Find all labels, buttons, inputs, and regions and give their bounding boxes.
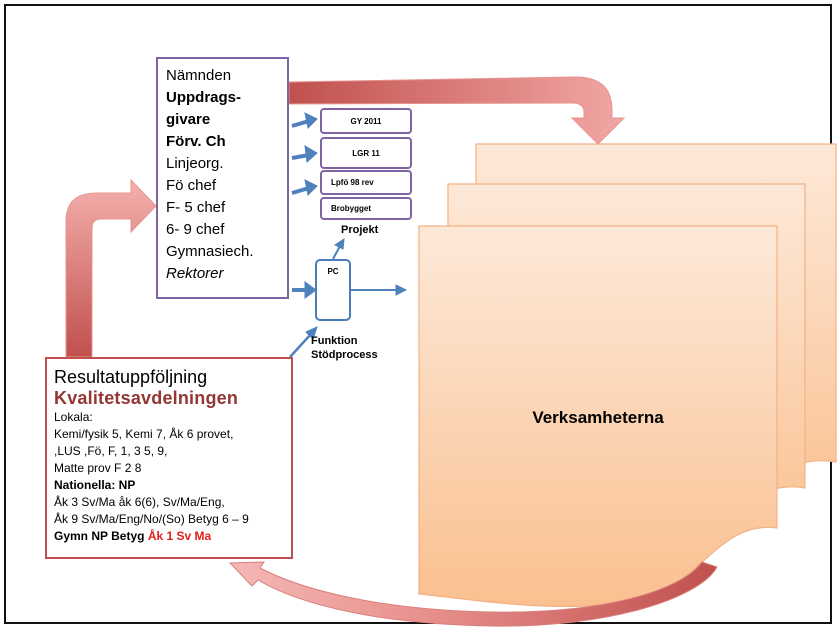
results-box: Resultatuppföljning Kvalitetsavdelningen… [45,357,293,559]
operations-label: Verksamheterna [532,408,664,427]
gymn-label: Gymn NP Betyg [54,529,148,543]
pc-label: PC [327,267,339,276]
local-line-3: Matte prov F 2 8 [54,461,142,475]
org-line-linjeorg: Linjeorg. [166,155,224,172]
project-arrows [291,112,318,299]
org-line-namnden: Nämnden [166,67,232,84]
pc-box: PC [315,259,351,321]
project-label-lpfo98: Lpfö 98 rev [331,178,374,187]
left-curved-arrow [65,178,157,358]
national-line-1: Åk 3 Sv/Ma åk 6(6), Sv/Ma/Eng, [54,495,225,509]
org-line-gymnasiech: Gymnasiech. [166,243,254,260]
project-label-lgr11: LGR 11 [352,148,380,158]
national-heading: Nationella: NP [54,478,136,492]
org-line-rektorer: Rektorer [166,265,224,282]
org-line-uppdrags: Uppdrags- [166,89,241,106]
local-line-1: Kemi/fysik 5, Kemi 7, Åk 6 provet, [54,427,234,441]
project-box-lgr11: LGR 11 [320,137,412,169]
project-label-brobygget: Brobygget [331,204,371,213]
bottom-curved-arrow [228,561,718,627]
gymn-line: Gymn NP Betyg Åk 1 Sv Ma [54,528,291,545]
support-arrows [289,237,408,358]
top-curved-arrow [288,76,626,145]
org-line-69-chef: 6- 9 chef [166,221,225,238]
organization-box: Nämnden Uppdrags- givare Förv. Ch Linjeo… [156,57,289,299]
results-title: Resultatuppföljning [54,367,208,387]
org-line-forv-ch: Förv. Ch [166,133,226,150]
gymn-highlight: Åk 1 Sv Ma [147,529,212,543]
project-box-gy2011: GY 2011 [320,108,412,134]
project-caption: Projekt [341,224,379,236]
org-line-fo-chef: Fö chef [166,177,217,194]
support-caption-stodprocess: Stödprocess [311,349,378,361]
org-line-givare: givare [166,111,211,128]
local-line-2: ,LUS ,Fö, F, 1, 3 5, 9, [54,444,168,458]
project-box-brobygget: Brobygget [320,197,412,220]
national-line-2: Åk 9 Sv/Ma/Eng/No/(So) Betyg 6 – 9 [54,512,249,526]
project-label-gy2011: GY 2011 [350,116,382,126]
support-caption-funktion: Funktion [311,335,358,347]
local-heading: Lokala: [54,410,93,424]
quality-department-title: Kvalitetsavdelningen [54,388,239,408]
org-line-f5-chef: F- 5 chef [166,199,226,216]
project-box-lpfo98: Lpfö 98 rev [320,170,412,195]
